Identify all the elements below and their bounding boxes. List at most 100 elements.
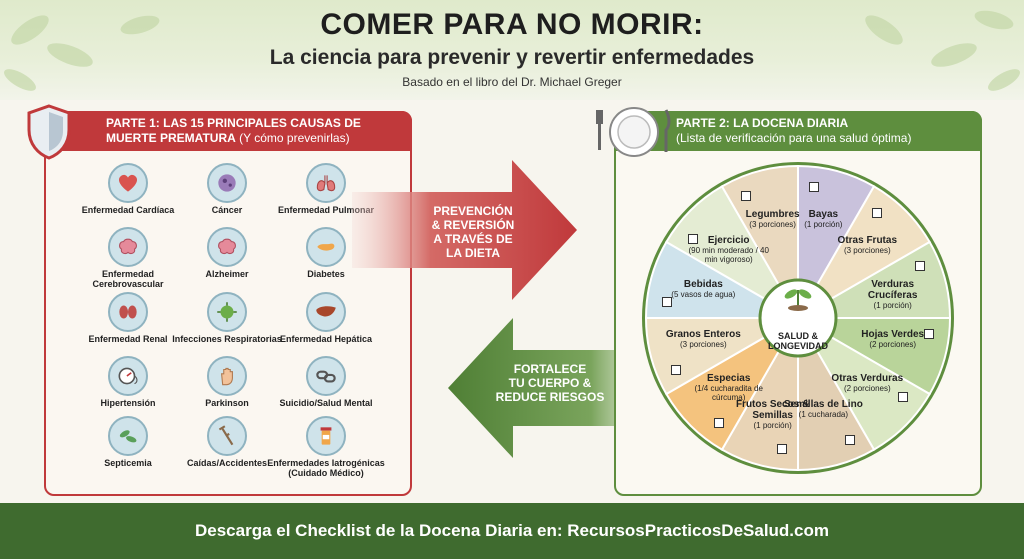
arrow-right-line: LA DIETA	[446, 246, 500, 260]
cause-item: Diabetes	[266, 227, 386, 279]
wheel-item-name: Legumbres	[745, 209, 800, 221]
arrow-left-line: FORTALECE	[513, 362, 587, 376]
cause-item: Hipertensión	[68, 356, 188, 408]
wheel-item: Especias(1/4 cucharadita de cúrcuma)	[684, 373, 774, 402]
arrow-right-line: A TRAVÉS DE	[433, 232, 513, 246]
leaf-decoration-icon	[865, 10, 1020, 91]
checkbox[interactable]	[914, 261, 925, 272]
cause-item: Enfermedades Iatrogénicas (Cuidado Médic…	[266, 416, 386, 478]
part1-title-normal: (Y cómo prevenirlas)	[235, 131, 350, 145]
part2-title-bold: PARTE 2: LA DOCENA DIARIA	[676, 116, 849, 130]
virus-icon	[207, 292, 247, 332]
lungs-icon	[306, 163, 346, 203]
cell-icon	[207, 163, 247, 203]
cause-label: Suicidio/Salud Mental	[279, 398, 373, 408]
cause-item: Infecciones Respiratorias	[167, 292, 287, 344]
checkbox[interactable]	[809, 181, 820, 192]
checkbox[interactable]	[687, 233, 698, 244]
wheel-item: Granos Enteros(3 porciones)	[658, 329, 748, 349]
cause-label: Enfermedad Hepática	[279, 334, 373, 344]
wheel-item: Semillas de Lino(1 cucharada)	[778, 399, 868, 419]
arrow-right-label: PREVENCIÓN & REVERSIÓN A TRAVÉS DE LA DI…	[418, 204, 528, 260]
cause-label: Diabetes	[307, 269, 345, 279]
kidneys-icon	[108, 292, 148, 332]
wheel-item-name: Granos Enteros	[665, 329, 741, 341]
cause-label: Enfermedad Cerebrovascular	[92, 269, 164, 289]
cause-item: Cáncer	[167, 163, 287, 215]
liver-icon	[306, 292, 346, 332]
wheel-item-name: Bebidas	[683, 278, 723, 290]
cause-item: Enfermedad Hepática	[266, 292, 386, 344]
arrow-right-icon	[352, 160, 577, 300]
wheel-item: Ejercicio(90 min moderado / 40 min vigor…	[684, 235, 774, 264]
cause-label: Parkinson	[205, 398, 249, 408]
wheel-item-detail: (1 cucharada)	[798, 409, 849, 419]
checkbox[interactable]	[924, 329, 935, 340]
footer-banner: Descarga el Checklist de la Docena Diari…	[0, 503, 1024, 559]
checkbox[interactable]	[713, 418, 724, 429]
wheel-item-detail: (90 min moderado / 40 min vigoroso)	[688, 245, 769, 264]
wheel-item-detail: (1/4 cucharadita de cúrcuma)	[694, 384, 763, 403]
part1-title-line1: PARTE 1: LAS 15 PRINCIPALES CAUSAS DE	[106, 116, 361, 130]
arrow-right-line: PREVENCIÓN	[433, 204, 513, 218]
wheel-item-detail: (2 porciones)	[843, 384, 891, 394]
cause-item: Alzheimer	[167, 227, 287, 279]
wheel-item-detail: (5 vasos de agua)	[671, 289, 736, 299]
cause-item: Caídas/Accidentes	[167, 416, 287, 468]
wheel-item-detail: (2 porciones)	[869, 340, 916, 350]
page-subtitle: La ciencia para prevenir y revertir enfe…	[269, 46, 755, 69]
cause-label: Enfermedad Pulmonar	[277, 205, 375, 215]
arrow-left-label: FORTALECE TU CUERPO & REDUCE RIESGOS	[490, 362, 610, 404]
chain-icon	[306, 356, 346, 396]
wheel-item-name: Semillas de Lino	[783, 398, 863, 410]
checkbox[interactable]	[741, 191, 752, 202]
brain-icon	[108, 227, 148, 267]
wheel-item: Legumbres(3 porciones)	[728, 209, 818, 229]
part2-header: PARTE 2: LA DOCENA DIARIA (Lista de veri…	[614, 111, 982, 151]
wheel-item-name: Especias	[707, 373, 751, 385]
cause-item: Parkinson	[167, 356, 287, 408]
arrow-left-line: REDUCE RIESGOS	[495, 390, 605, 404]
wheel-item: Bebidas(5 vasos de agua)	[658, 279, 748, 299]
bacteria-icon	[108, 416, 148, 456]
checkbox[interactable]	[661, 296, 672, 307]
cause-label: Enfermedades Iatrogénicas (Cuidado Médic…	[267, 458, 385, 478]
part2-title-normal: (Lista de verificación para una salud óp…	[676, 131, 912, 145]
checkbox[interactable]	[872, 207, 883, 218]
leaf-decoration-icon	[4, 15, 160, 91]
cause-label: Enfermedad Renal	[88, 334, 168, 344]
arrow-right-line: & REVERSIÓN	[431, 218, 515, 232]
wheel-item: Otras Frutas(3 porciones)	[822, 235, 912, 255]
part1-title-bold: MUERTE PREMATURA	[106, 131, 236, 145]
wheel-item: Frutos Secos & Semillas(1 porción)	[728, 399, 818, 430]
pill-bottle-icon	[306, 416, 346, 456]
wheel-item-detail: (3 porciones)	[749, 220, 796, 230]
checkbox[interactable]	[844, 434, 855, 445]
wheel-center-label: SALUD & LONGEVIDAD	[768, 331, 829, 351]
wheel-item-name: Bayas	[808, 209, 839, 221]
cause-label: Septicemia	[104, 458, 152, 468]
plate-icon	[596, 107, 671, 157]
cause-item: Suicidio/Salud Mental	[266, 356, 386, 408]
crutch-icon	[207, 416, 247, 456]
daily-dozen-wheel	[642, 162, 954, 474]
cause-label: Cáncer	[211, 205, 243, 215]
wheel-item-name: Hojas Verdes	[861, 329, 925, 341]
cause-item: Enfermedad Renal	[68, 292, 188, 344]
header-banner: COMER PARA NO MORIR: La ciencia para pre…	[0, 0, 1024, 100]
wheel-item-detail: (1 porción)	[753, 420, 792, 430]
cause-label: Alzheimer	[205, 269, 249, 279]
pancreas-icon	[306, 227, 346, 267]
checkbox[interactable]	[671, 364, 682, 375]
cause-label: Hipertensión	[100, 398, 156, 408]
checkbox[interactable]	[776, 444, 787, 455]
blood-pressure-icon	[108, 356, 148, 396]
wheel-item-name: Verduras Crucíferas	[867, 278, 918, 301]
arrow-left-icon	[448, 318, 668, 458]
checkbox[interactable]	[898, 392, 909, 403]
wheel-item-name: Otras Frutas	[837, 234, 898, 246]
wheel-item-name: Ejercicio	[707, 234, 750, 246]
wheel-item: Otras Verduras(2 porciones)	[822, 373, 912, 393]
wheel-item-name: Otras Verduras	[831, 373, 904, 385]
wheel-item-detail: (1 porción)	[804, 220, 843, 230]
